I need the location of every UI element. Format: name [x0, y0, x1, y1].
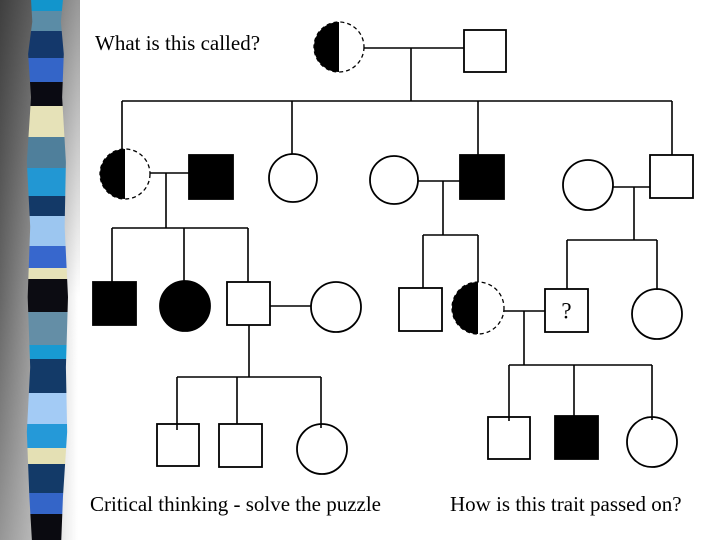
pedigree-male-I-2 [463, 29, 507, 73]
stripe-segment [26, 82, 68, 106]
stripe-segment [26, 345, 68, 359]
pedigree-female-III-8 [631, 288, 683, 340]
pedigree-affected-male-III-1 [92, 281, 137, 326]
slide-title: What is this called? [95, 31, 261, 55]
stripe-segment [26, 448, 68, 464]
pedigree-affected-male-II-5 [459, 154, 505, 200]
stripe-segment [26, 312, 68, 345]
stripe-segment [26, 464, 68, 493]
unknown-status-label: ? [561, 299, 571, 324]
pedigree-carrier-female-III-6-filled-half [452, 282, 478, 334]
pedigree-female-III-4 [310, 281, 362, 333]
stripe-segment [26, 514, 68, 540]
pedigree-female-II-4 [369, 155, 419, 205]
stripe-segment [26, 246, 68, 268]
stripe-segment [26, 168, 68, 196]
stripe-segment [26, 58, 68, 82]
decorative-stripe [26, 0, 68, 540]
pedigree-male-IV-1 [156, 423, 200, 467]
stripe-segment [26, 216, 68, 246]
pedigree-male-IV-4 [487, 416, 531, 460]
stripe-segment [26, 11, 68, 31]
caption-critical-thinking: Critical thinking - solve the puzzle [90, 492, 382, 516]
pedigree-affected-male-II-2 [188, 154, 234, 200]
stripe-segment [26, 196, 68, 216]
pedigree-female-IV-6 [626, 416, 678, 468]
pedigree-female-IV-3 [296, 423, 348, 475]
pedigree-affected-female-III-2 [159, 280, 211, 332]
pedigree-carrier-female-II-1-filled-half [100, 149, 125, 199]
stripe-segment [26, 106, 68, 137]
stripe-segment [26, 279, 68, 312]
pedigree-male-IV-2 [218, 423, 263, 468]
stripe-segment [26, 359, 68, 393]
pedigree-male-III-3 [226, 281, 271, 326]
stripe-segment [26, 31, 68, 58]
stripe-segment [26, 268, 68, 279]
pedigree-male-III-5 [398, 287, 443, 332]
stripe-segment [26, 493, 68, 514]
stripe-segment [26, 393, 68, 424]
stripe-segment [26, 137, 68, 168]
stripe-segment [26, 0, 68, 11]
caption-trait-question: How is this trait passed on? [450, 492, 682, 516]
pedigree-female-II-6 [562, 159, 614, 211]
pedigree-carrier-female-I-1-filled-half [314, 22, 339, 72]
stripe-segment [26, 424, 68, 448]
pedigree-affected-male-IV-5 [554, 415, 599, 460]
pedigree-female-II-3 [268, 153, 318, 203]
pedigree-male-II-7 [649, 154, 694, 199]
